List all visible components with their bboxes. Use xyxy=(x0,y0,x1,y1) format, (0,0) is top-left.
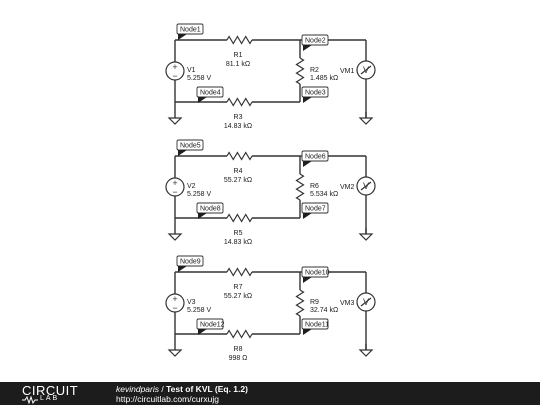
node-label: Node11 xyxy=(305,322,329,329)
source-value: 5.258 V xyxy=(187,191,211,198)
voltmeter-name: VM3 xyxy=(340,300,355,307)
node-tag[interactable]: Node4 xyxy=(196,86,224,103)
node-label: Node1 xyxy=(180,27,201,34)
circuit-url[interactable]: http://circuitlab.com/curxujg xyxy=(116,394,219,404)
resistor-value: 1.485 kΩ xyxy=(310,75,338,82)
resistor-icon[interactable] xyxy=(226,97,253,107)
resistor-value: 81.1 kΩ xyxy=(226,61,250,68)
circuitlab-logo-subtext: LAB xyxy=(40,395,60,402)
plus-sign: + xyxy=(172,62,177,72)
resistor-icon[interactable] xyxy=(226,151,253,161)
voltmeter-name: VM1 xyxy=(340,68,355,75)
node-tag[interactable]: Node2 xyxy=(301,34,329,51)
voltage-source-icon[interactable]: +− xyxy=(165,61,185,81)
node-label: Node5 xyxy=(180,143,201,150)
resistor-icon[interactable] xyxy=(295,57,305,85)
node-label: Node12 xyxy=(200,322,225,329)
resistor-value: 14.83 kΩ xyxy=(224,239,252,246)
resistor-name: R7 xyxy=(234,284,243,291)
credit-separator: / xyxy=(159,384,167,394)
node-label: Node7 xyxy=(305,206,326,213)
node-label: Node6 xyxy=(305,154,326,161)
resistor-value: 32.74 kΩ xyxy=(310,307,338,314)
source-name: V3 xyxy=(187,299,196,306)
minus-sign: − xyxy=(172,187,177,197)
resistor-icon[interactable] xyxy=(295,173,305,201)
node-tag[interactable]: Node9 xyxy=(176,255,204,272)
circuitlab-logo-text: CIRCUIT xyxy=(22,383,79,398)
resistor-name: R9 xyxy=(310,299,319,306)
resistor-value: 998 Ω xyxy=(229,355,248,362)
node-tag[interactable]: Node10 xyxy=(301,266,330,283)
resistor-value: 5.534 kΩ xyxy=(310,191,338,198)
resistor-value: 55.27 kΩ xyxy=(224,177,252,184)
voltmeter-icon[interactable]: V xyxy=(356,60,376,80)
node-tag[interactable]: Node12 xyxy=(196,318,225,335)
node-tag[interactable]: Node6 xyxy=(301,150,329,167)
resistor-name: R4 xyxy=(234,168,243,175)
voltmeter-name: VM2 xyxy=(340,184,355,191)
plus-sign: + xyxy=(172,178,177,188)
ground-icon xyxy=(358,228,374,241)
ground-icon xyxy=(167,112,183,125)
voltage-source-icon[interactable]: +− xyxy=(165,293,185,313)
plus-sign: + xyxy=(172,294,177,304)
node-label: Node4 xyxy=(200,90,221,97)
logo-wave-icon xyxy=(22,396,38,404)
minus-sign: − xyxy=(172,303,177,313)
resistor-icon[interactable] xyxy=(226,267,253,277)
source-value: 5.258 V xyxy=(187,307,211,314)
resistor-icon[interactable] xyxy=(226,329,253,339)
voltmeter-icon[interactable]: V xyxy=(356,292,376,312)
source-value: 5.258 V xyxy=(187,75,211,82)
author-link[interactable]: kevindparis xyxy=(116,384,159,394)
resistor-name: R3 xyxy=(234,114,243,121)
node-label: Node3 xyxy=(305,90,326,97)
ground-icon xyxy=(358,112,374,125)
resistor-icon[interactable] xyxy=(226,35,253,45)
resistor-name: R8 xyxy=(234,346,243,353)
node-tag[interactable]: Node7 xyxy=(301,202,329,219)
resistor-name: R5 xyxy=(234,230,243,237)
node-tag[interactable]: Node3 xyxy=(301,86,329,103)
resistor-value: 55.27 kΩ xyxy=(224,293,252,300)
resistor-name: R1 xyxy=(234,52,243,59)
ground-icon xyxy=(167,344,183,357)
node-tag[interactable]: Node8 xyxy=(196,202,224,219)
node-tag[interactable]: Node1 xyxy=(176,23,204,40)
node-tag[interactable]: Node11 xyxy=(301,318,329,335)
ground-icon xyxy=(167,228,183,241)
footer-bar: CIRCUIT LAB kevindparis / Test of KVL (E… xyxy=(0,382,540,405)
source-name: V1 xyxy=(187,67,196,74)
voltmeter-icon[interactable]: V xyxy=(356,176,376,196)
node-label: Node2 xyxy=(305,38,326,45)
minus-sign: − xyxy=(172,71,177,81)
resistor-icon[interactable] xyxy=(226,213,253,223)
voltage-source-icon[interactable]: +− xyxy=(165,177,185,197)
resistor-value: 14.83 kΩ xyxy=(224,123,252,130)
node-tag[interactable]: Node5 xyxy=(176,139,204,156)
node-label: Node10 xyxy=(305,270,330,277)
circuit-title: Test of KVL (Eq. 1.2) xyxy=(166,384,248,394)
resistor-icon[interactable] xyxy=(295,289,305,317)
footer-credit: kevindparis / Test of KVL (Eq. 1.2) xyxy=(116,384,248,394)
node-label: Node9 xyxy=(180,259,201,266)
ground-icon xyxy=(358,344,374,357)
source-name: V2 xyxy=(187,183,196,190)
node-label: Node8 xyxy=(200,206,221,213)
resistor-name: R2 xyxy=(310,67,319,74)
resistor-name: R6 xyxy=(310,183,319,190)
